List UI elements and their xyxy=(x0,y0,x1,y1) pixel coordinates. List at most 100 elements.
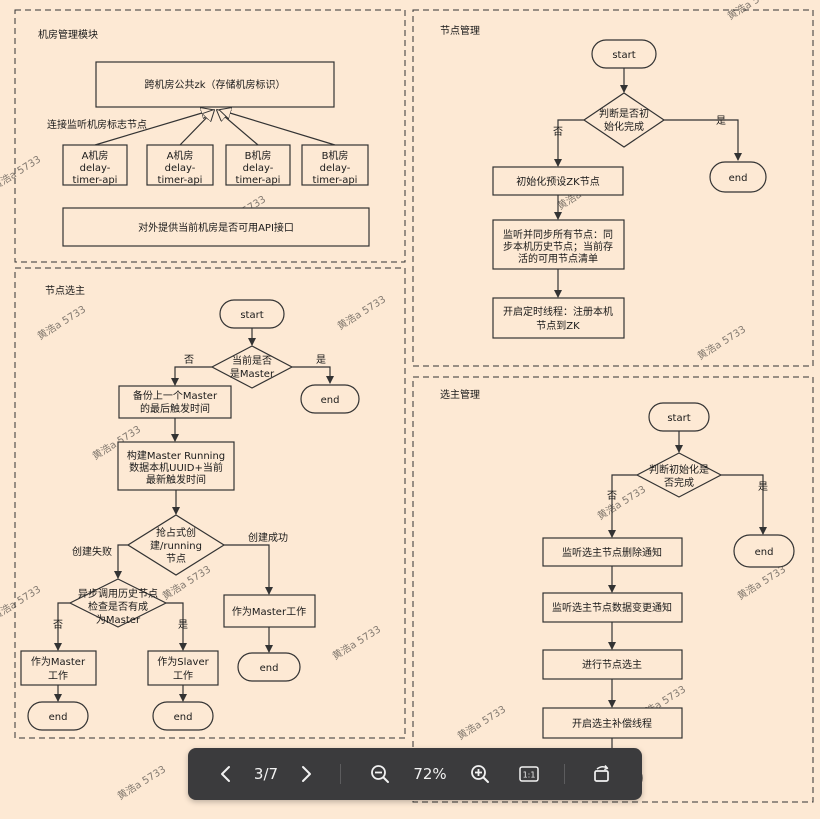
election-yes-label: 是 xyxy=(316,354,326,366)
async-history-3: 为Master xyxy=(96,614,141,626)
preempt-create-3: 节点 xyxy=(166,553,186,565)
node-end: end xyxy=(729,173,748,184)
elect-init-check-1: 判断初始化是 xyxy=(649,463,709,476)
svg-text:delay-: delay- xyxy=(243,163,274,174)
actual-size-button[interactable]: 1:1 xyxy=(514,748,544,800)
preempt-create-1: 抢占式创 xyxy=(156,526,196,539)
room-node-a2: A机房 delay- timer-api xyxy=(146,144,214,186)
viewer-toolbar: 3/7 72% 1:1 xyxy=(188,748,642,800)
as-master-right: 作为Master工作 xyxy=(232,606,306,618)
node-start: start xyxy=(612,50,635,61)
build-running-3: 最新触发时间 xyxy=(146,473,206,486)
as-slaver-1: 作为Slaver xyxy=(157,656,209,668)
svg-text:B机房: B机房 xyxy=(322,149,349,162)
backup-master-1: 备份上一个Master xyxy=(133,389,218,402)
async-no-label: 否 xyxy=(53,619,63,631)
watermark-text: 黄浩a 5733 xyxy=(595,482,648,522)
svg-text:delay-: delay- xyxy=(80,163,111,174)
is-master-check-2: 是Master xyxy=(230,368,275,380)
watermark-text: 黄浩a 5733 xyxy=(735,562,788,602)
async-history-1: 异步调用历史节点 xyxy=(78,588,158,600)
compensation-box: 开启选主补偿线程 xyxy=(572,717,652,730)
node-no-label: 否 xyxy=(553,126,563,138)
link-label: 连接监听机房标志节点 xyxy=(47,118,147,131)
rotate-button[interactable] xyxy=(586,748,618,800)
watermark-text: 黄浩a 5733 xyxy=(0,582,43,622)
timer-register-2: 节点到ZK xyxy=(536,320,580,332)
create-success-label: 创建成功 xyxy=(248,531,288,544)
toolbar-divider xyxy=(340,764,341,784)
watermark-text: 黄浩a 5733 xyxy=(725,0,778,23)
listen-delete-box: 监听选主节点删除通知 xyxy=(562,546,662,559)
room-panel-title: 机房管理模块 xyxy=(38,28,98,41)
async-history-2: 检查是否有成 xyxy=(88,600,148,613)
elect-mgmt-panel-title: 选主管理 xyxy=(440,388,480,401)
watermark-text: 黄浩a 5733 xyxy=(115,762,168,802)
watermark-text: 黄浩a 5733 xyxy=(455,702,508,742)
svg-text:timer-api: timer-api xyxy=(313,175,358,186)
shared-zk-box: 跨机房公共zk（存储机房标识） xyxy=(144,78,285,91)
as-master-left-1: 作为Master xyxy=(31,656,86,668)
node-init-check-1: 判断是否初 xyxy=(599,107,649,120)
svg-text:delay-: delay- xyxy=(320,163,351,174)
listen-sync-1: 监听并同步所有节点：同 xyxy=(503,228,613,241)
next-page-button[interactable] xyxy=(290,748,322,800)
panel-election-management: 选主管理 start 判断初始化是 否完成 否 是 end 监听选主节点删除通知… xyxy=(412,376,814,803)
is-master-check-1: 当前是否 xyxy=(232,354,272,367)
room-node-b2: B机房 delay- timer-api xyxy=(301,144,369,186)
zoom-in-icon xyxy=(471,765,489,783)
watermark-text: 黄浩a 5733 xyxy=(35,302,88,342)
toolbar-divider-2 xyxy=(564,764,565,784)
svg-text:A机房: A机房 xyxy=(167,149,194,162)
election-no-label: 否 xyxy=(184,354,194,366)
svg-text:B机房: B机房 xyxy=(245,149,272,162)
election-end-mid: end xyxy=(260,663,279,674)
election-panel-title: 节点选主 xyxy=(45,284,85,297)
timer-register-1: 开启定时线程：注册本机 xyxy=(503,305,613,318)
actual-size-icon: 1:1 xyxy=(519,766,539,782)
prev-page-button[interactable] xyxy=(210,748,242,800)
election-start: start xyxy=(240,310,263,321)
async-yes-label: 是 xyxy=(178,619,188,631)
actual-size-label: 1:1 xyxy=(523,771,536,780)
build-running-1: 构建Master Running xyxy=(127,449,225,462)
availability-api-box: 对外提供当前机房是否可用API接口 xyxy=(138,221,294,234)
panel-node-election: 节点选主 start 当前是否 是Master 否 是 end 备份上一个Mas… xyxy=(14,267,406,739)
zoom-in-button[interactable] xyxy=(464,748,496,800)
create-fail-label: 创建失败 xyxy=(72,545,112,558)
zoom-out-icon xyxy=(371,765,389,783)
elect-no-label: 否 xyxy=(607,490,617,502)
panel-node-management: 节点管理 start 判断是否初 始化完成 否 是 end 初始化预设ZK节点 … xyxy=(412,9,814,367)
svg-text:timer-api: timer-api xyxy=(158,175,203,186)
node-init-check-2: 始化完成 xyxy=(604,120,644,133)
svg-text:A机房: A机房 xyxy=(82,149,109,162)
elect-yes-label: 是 xyxy=(758,481,768,493)
elect-init-check-2: 否完成 xyxy=(664,476,694,489)
svg-text:timer-api: timer-api xyxy=(236,175,281,186)
zoom-out-button[interactable] xyxy=(364,748,396,800)
listen-sync-2: 步本机历史节点；当前存 xyxy=(503,240,613,253)
page-indicator: 3/7 xyxy=(253,765,279,783)
as-master-left-2: 工作 xyxy=(48,670,68,682)
watermark-text: 黄浩a 5733 xyxy=(695,322,748,362)
watermark-text: 黄浩a 5733 xyxy=(335,292,388,332)
elect-mgmt-end-right: end xyxy=(755,547,774,558)
listen-change-box: 监听选主节点数据变更通知 xyxy=(552,601,672,614)
elect-mgmt-start: start xyxy=(667,413,690,424)
room-node-a1: A机房 delay- timer-api xyxy=(62,144,128,186)
preempt-create-2: 建/running xyxy=(150,539,202,552)
init-zk-box: 初始化预设ZK节点 xyxy=(516,175,599,188)
panel-room-management: 机房管理模块 跨机房公共zk（存储机房标识） 连接监听机房标志节点 A机房 de… xyxy=(14,9,406,263)
election-end-slaver: end xyxy=(174,712,193,723)
watermark-text: 黄浩a 5733 xyxy=(330,622,383,662)
rotate-icon xyxy=(594,764,609,782)
zoom-level: 72% xyxy=(413,765,447,783)
watermark-text: 黄浩a 5733 xyxy=(0,152,43,192)
election-end-right: end xyxy=(321,395,340,406)
node-yes-label: 是 xyxy=(716,115,726,127)
node-panel-title: 节点管理 xyxy=(440,24,480,37)
listen-sync-3: 活的可用节点清单 xyxy=(518,252,598,265)
backup-master-2: 的最后触发时间 xyxy=(140,402,210,415)
svg-text:timer-api: timer-api xyxy=(73,175,118,186)
